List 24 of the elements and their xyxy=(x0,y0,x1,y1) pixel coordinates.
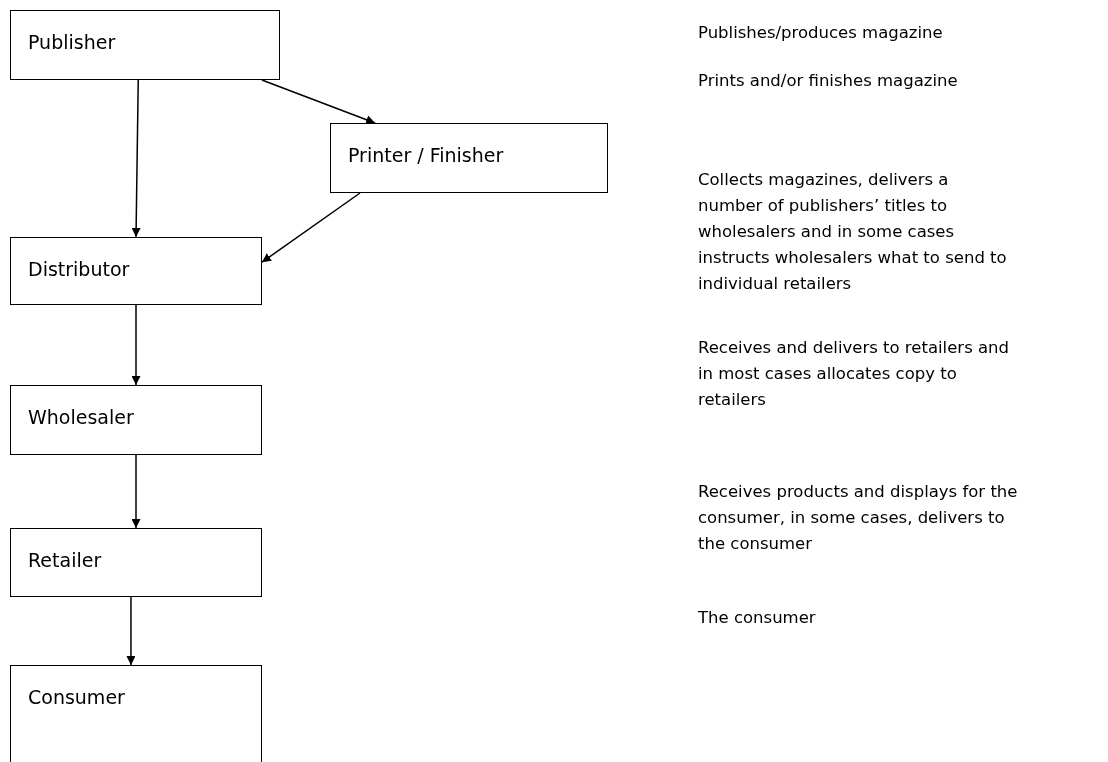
node-label: Retailer xyxy=(28,549,102,571)
process-box xyxy=(10,528,262,597)
process-box xyxy=(10,665,262,762)
node-label: Consumer xyxy=(28,686,125,708)
node-label: Wholesaler xyxy=(28,406,134,428)
description-text: Receives and delivers to retailers and in most cases allocates copy to retailers xyxy=(698,337,1010,411)
process-box xyxy=(10,237,262,305)
node-label: Distributor xyxy=(28,258,130,280)
node-label: Publisher xyxy=(28,31,116,53)
arrow xyxy=(261,79,376,124)
description-text: Receives products and displays for the consumer, in some cases, delivers to the consumer xyxy=(698,481,1018,555)
description-text: Prints and/or finishes magazine xyxy=(698,70,959,92)
process-box xyxy=(10,10,280,80)
arrow xyxy=(261,192,361,263)
arrow xyxy=(126,596,136,666)
description-text: Publishes/produces magazine xyxy=(698,22,944,44)
arrow xyxy=(131,79,141,238)
process-box xyxy=(10,385,262,455)
node-label: Printer / Finisher xyxy=(348,144,504,166)
description-text: Collects magazines, delivers a number of publishers’ titles to wholesalers and in some cases instructs wholesalers what to send to individual retailers xyxy=(698,169,1008,295)
arrow xyxy=(131,304,141,386)
arrow xyxy=(131,454,141,529)
description-text: The consumer xyxy=(698,607,817,629)
process-box xyxy=(330,123,608,193)
